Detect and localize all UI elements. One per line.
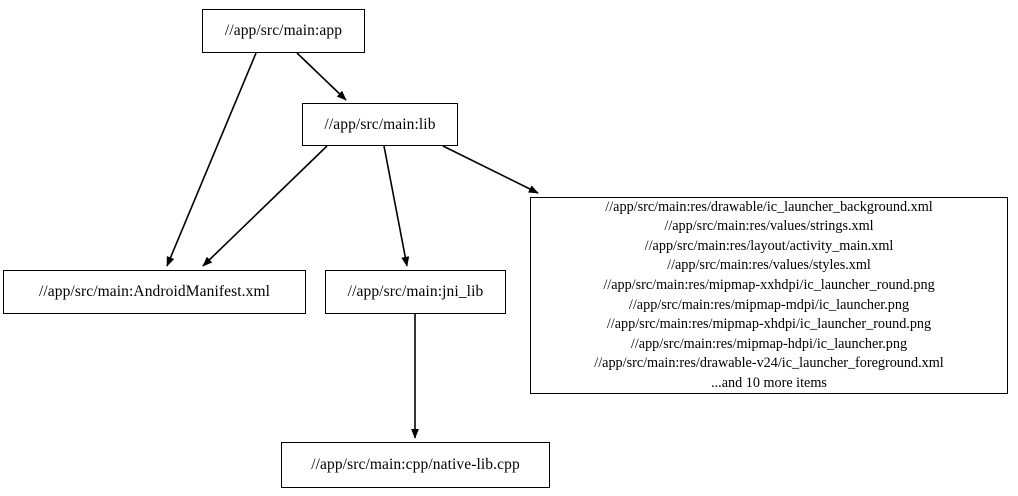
edge-lib-to-jni-lib bbox=[383, 145, 410, 267]
graph-node-resources[interactable]: //app/src/main:res/drawable/ic_launcher_… bbox=[530, 197, 1008, 394]
graph-node-jni-lib-label: //app/src/main:jni_lib bbox=[347, 283, 484, 301]
edge-lib-to-manifest bbox=[202, 145, 328, 267]
graph-node-jni-lib[interactable]: //app/src/main:jni_lib bbox=[325, 270, 506, 314]
edge-app-to-manifest bbox=[166, 52, 257, 267]
graph-node-app-label: //app/src/main:app bbox=[224, 22, 343, 40]
graph-node-lib-label: //app/src/main:lib bbox=[324, 115, 436, 133]
graph-node-native-lib-cpp[interactable]: //app/src/main:cpp/native-lib.cpp bbox=[281, 442, 550, 488]
graph-node-native-lib-cpp-label: //app/src/main:cpp/native-lib.cpp bbox=[311, 456, 520, 474]
graph-node-androidmanifest[interactable]: //app/src/main:AndroidManifest.xml bbox=[3, 270, 306, 314]
edge-app-to-lib bbox=[296, 52, 347, 101]
edge-lib-to-resources bbox=[442, 145, 539, 194]
graph-node-lib[interactable]: //app/src/main:lib bbox=[302, 103, 458, 146]
graph-node-resources-label: //app/src/main:res/drawable/ic_launcher_… bbox=[594, 198, 944, 391]
graph-node-app[interactable]: //app/src/main:app bbox=[202, 9, 365, 53]
graph-node-androidmanifest-label: //app/src/main:AndroidManifest.xml bbox=[38, 283, 271, 301]
